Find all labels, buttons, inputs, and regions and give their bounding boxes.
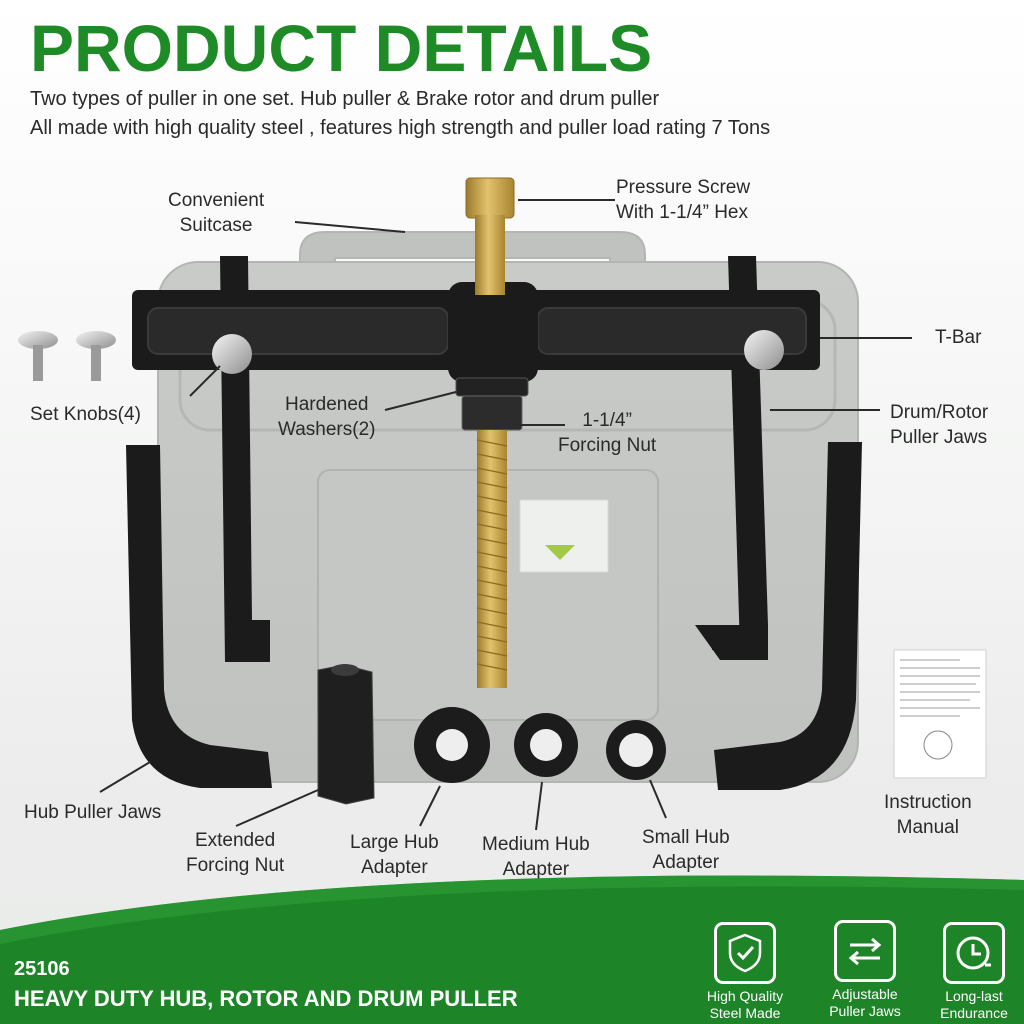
hub-adapters: [414, 707, 666, 783]
pressure-screw: [455, 177, 529, 688]
subtitle-line-2: All made with high quality steel , featu…: [30, 117, 771, 139]
label-medium-hub-adapter: Medium Hub Adapter: [482, 834, 590, 880]
clock-icon: [943, 922, 1005, 984]
label-hardened-washers: Hardened Washers(2): [278, 394, 376, 440]
label-convenient-suitcase: Convenient Suitcase: [168, 190, 265, 236]
label-drum-rotor-jaws: Drum/Rotor Puller Jaws: [890, 402, 989, 448]
label-t-bar: T-Bar: [935, 327, 982, 348]
label-instruction-manual: Instruction Manual: [884, 792, 972, 838]
model-number: 25106: [14, 958, 70, 980]
suitcase: [157, 231, 859, 783]
label-pressure-screw: Pressure Screw With 1-1/4” Hex: [616, 177, 751, 223]
shield-check-icon: [714, 922, 776, 984]
label-set-knobs: Set Knobs(4): [30, 404, 141, 425]
label-hub-puller-jaws: Hub Puller Jaws: [24, 802, 162, 823]
instruction-manual: [893, 649, 987, 779]
page-title: PRODUCT DETAILS: [30, 11, 653, 85]
product-name: HEAVY DUTY HUB, ROTOR AND DRUM PULLER: [14, 986, 518, 1011]
subtitle-line-1: Two types of puller in one set. Hub pull…: [30, 88, 660, 110]
label-forcing-nut: 1-1/4” Forcing Nut: [558, 410, 657, 456]
feature-high-quality-steel: High Quality Steel Made: [693, 922, 797, 1022]
label-large-hub-adapter: Large Hub Adapter: [350, 832, 439, 878]
hub-puller-jaws: [126, 442, 862, 790]
label-extended-forcing-nut: Extended Forcing Nut: [186, 830, 285, 876]
feature-long-endurance: Long-last Endurance: [922, 922, 1024, 1022]
feature-adjustable-jaws: Adjustable Puller Jaws: [813, 920, 917, 1020]
label-small-hub-adapter: Small Hub Adapter: [642, 827, 730, 873]
extended-forcing-nut: [317, 664, 375, 805]
leader-lines: [99, 199, 912, 831]
double-arrow-icon: [834, 920, 896, 982]
t-bar: [132, 282, 820, 382]
set-knobs: [18, 331, 116, 381]
